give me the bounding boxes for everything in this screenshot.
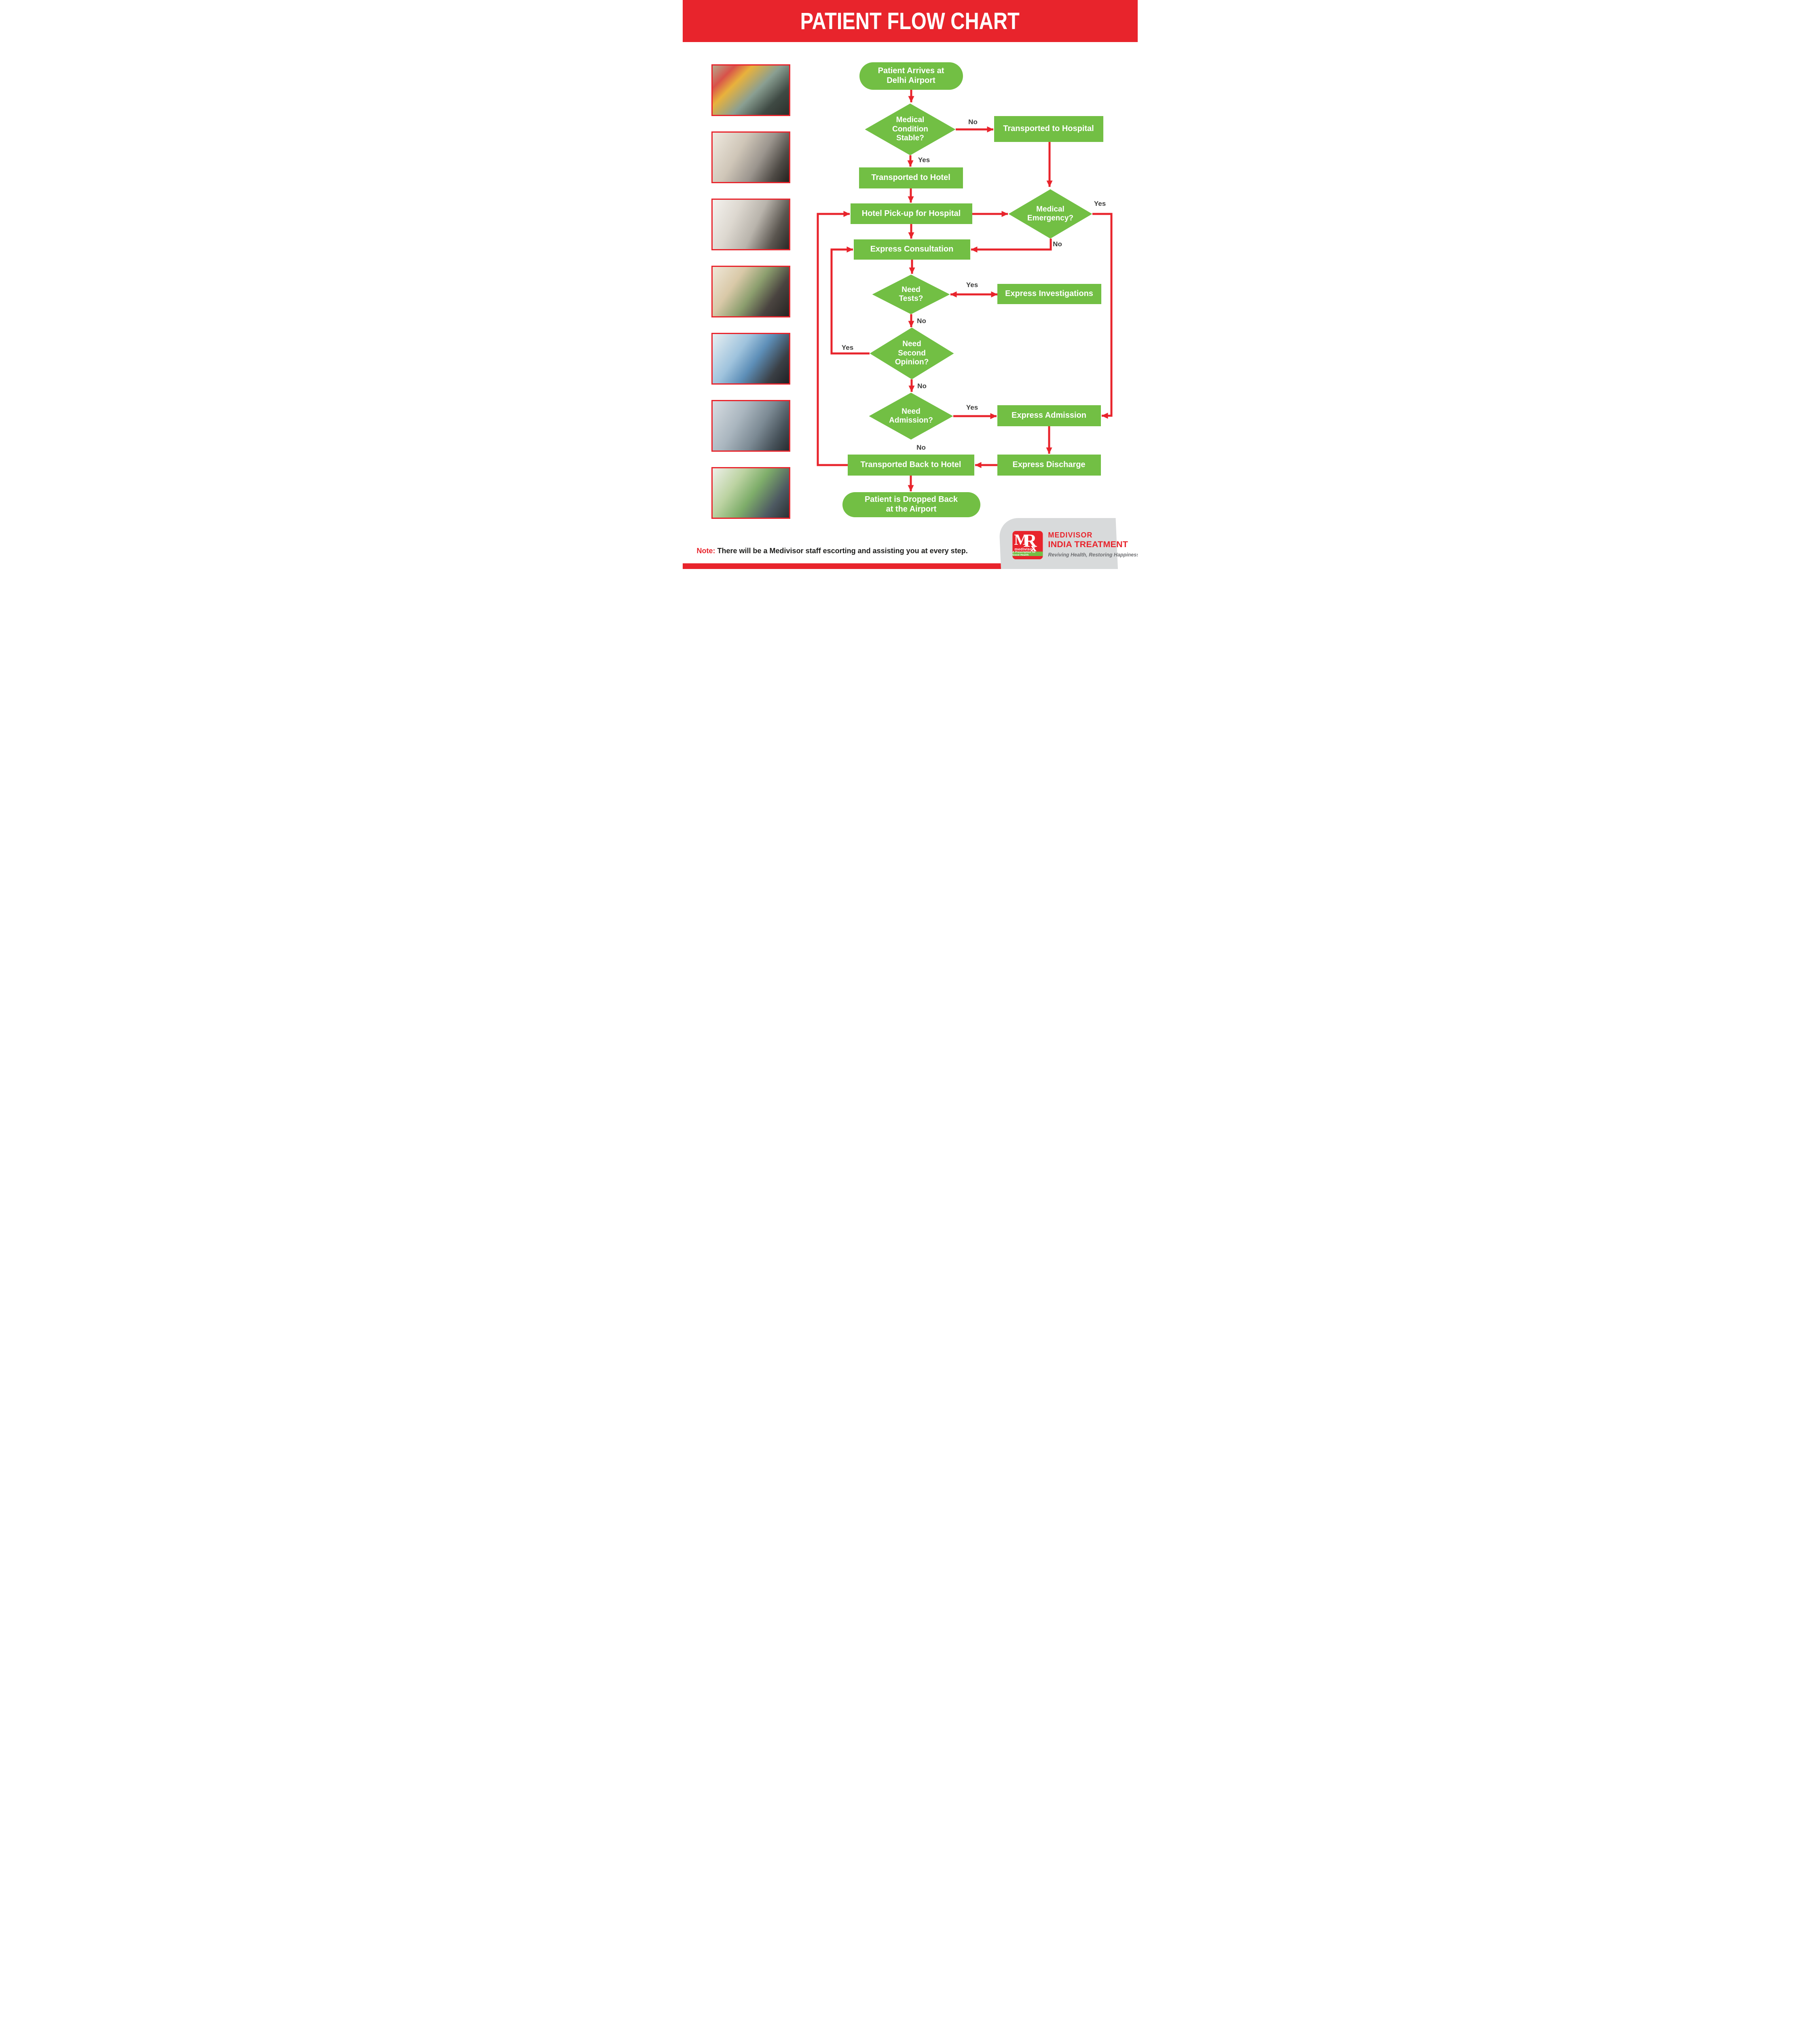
node-express-consultation: Express Consultation bbox=[853, 239, 970, 260]
edge-label-tests-no: No bbox=[917, 317, 926, 325]
node-express-admission: Express Admission bbox=[997, 405, 1101, 426]
brand-name-line2: INDIA TREATMENT bbox=[1048, 539, 1128, 549]
photo-hospital-ward-discharge bbox=[711, 467, 790, 519]
node-express-discharge: Express Discharge bbox=[997, 455, 1101, 476]
brand-card: M R x medivisor A Prescription for Good … bbox=[1002, 521, 1138, 569]
edge-label-stable-yes: Yes bbox=[918, 156, 930, 164]
node-decision-medical-emergency: Medical Emergency? bbox=[1008, 189, 1092, 239]
photo-doctor-consultation bbox=[711, 266, 790, 317]
logo-strapline: A Prescription for Good Health bbox=[1012, 551, 1043, 556]
photo-blood-sample-collection bbox=[711, 333, 790, 385]
edge-label-emergency-no: No bbox=[1053, 240, 1062, 248]
footer-note: Note: There will be a Medivisor staff es… bbox=[697, 547, 968, 555]
photo-hotel-lobby-wheelchair bbox=[711, 199, 790, 250]
note-prefix: Note: bbox=[696, 547, 715, 555]
medivisor-mrx-logo: M R x medivisor A Prescription for Good … bbox=[1012, 531, 1043, 559]
node-start-patient-arrives: Patient Arrives at Delhi Airport bbox=[859, 62, 963, 90]
brand-tagline: Reviving Health, Restoring Happiness bbox=[1048, 552, 1138, 558]
node-decision-need-second-opinion: Need Second Opinion? bbox=[870, 328, 954, 379]
page-title: PATIENT FLOW CHART bbox=[800, 8, 1020, 34]
photo-airport-greeting bbox=[711, 64, 790, 116]
node-express-investigations: Express Investigations bbox=[997, 284, 1101, 304]
patient-flow-chart-infographic: PATIENT FLOW CHART bbox=[682, 0, 1138, 569]
node-end-patient-dropped-back: Patient is Dropped Back at the Airport bbox=[842, 492, 980, 517]
node-transported-to-hotel: Transported to Hotel bbox=[859, 167, 963, 188]
edge-label-second-yes: Yes bbox=[841, 344, 854, 351]
edge-label-second-no: No bbox=[917, 382, 927, 390]
photo-hotel-room-checkin bbox=[711, 131, 790, 183]
brand-name-line1: MEDIVISOR bbox=[1048, 531, 1092, 539]
node-decision-need-admission: Need Admission? bbox=[869, 393, 953, 440]
node-decision-medical-condition-stable: Medical Condition Stable? bbox=[865, 104, 956, 155]
node-decision-need-tests: Need Tests? bbox=[872, 275, 950, 314]
edge-label-emergency-yes: Yes bbox=[1094, 200, 1106, 207]
edge-label-admission-yes: Yes bbox=[966, 404, 978, 411]
edge-label-tests-yes: Yes bbox=[966, 281, 978, 289]
edge-label-admission-no: No bbox=[916, 444, 926, 451]
photo-xray-imaging bbox=[711, 400, 790, 452]
note-text: There will be a Medivisor staff escortin… bbox=[715, 547, 968, 555]
edge-label-stable-no: No bbox=[968, 118, 978, 126]
node-transported-to-hospital: Transported to Hospital bbox=[994, 116, 1103, 142]
header-banner: PATIENT FLOW CHART bbox=[682, 0, 1138, 42]
node-transported-back-to-hotel: Transported Back to Hotel bbox=[847, 455, 974, 476]
node-hotel-pickup-for-hospital: Hotel Pick-up for Hospital bbox=[850, 203, 972, 224]
